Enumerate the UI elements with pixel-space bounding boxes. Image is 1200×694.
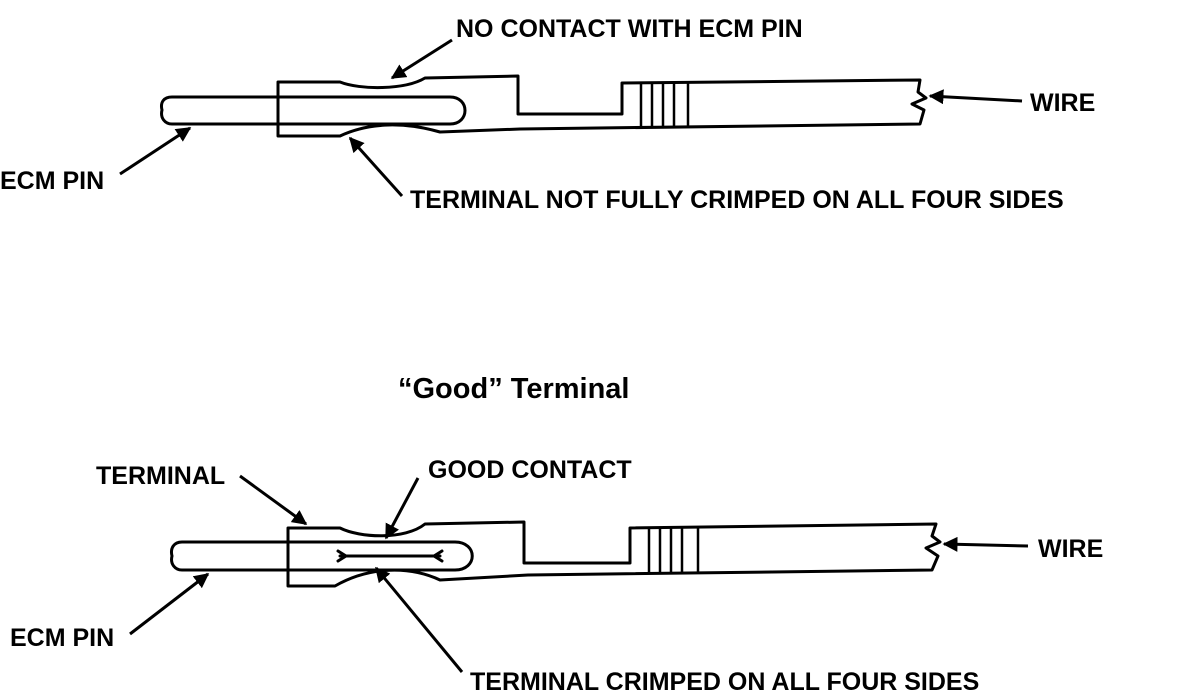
ecm-pin-shape-bottom (170, 540, 290, 572)
ecm-pin-shape (160, 95, 280, 126)
bad-terminal-drawing (160, 74, 928, 138)
terminal-label: TERMINAL (96, 462, 225, 490)
wire-label-bottom: WIRE (1038, 535, 1103, 563)
ecm-pin-arrow-top (119, 126, 192, 176)
not-crimped-arrow (348, 136, 404, 198)
wire-arrow-top (928, 89, 1023, 105)
crimp-ribs-bottom (647, 528, 700, 573)
good-terminal-caption: “Good” Terminal (398, 373, 629, 405)
crimp-ribs (639, 83, 690, 127)
terminal-body-bottom (286, 520, 942, 588)
good-contact-arrow (384, 477, 420, 540)
ecm-pin-label-top: ECM PIN (0, 167, 104, 195)
terminal-arrow (239, 474, 308, 526)
contact-crimp-line (336, 549, 444, 563)
terminal-body (276, 74, 928, 138)
no-contact-label: NO CONTACT WITH ECM PIN (456, 15, 803, 43)
no-contact-arrow (390, 38, 453, 80)
crimped-label: TERMINAL CRIMPED ON ALL FOUR SIDES (470, 668, 979, 694)
good-terminal-drawing (170, 520, 942, 588)
ecm-pin-tip-bottom (286, 540, 474, 572)
crimped-arrow (374, 566, 464, 673)
not-crimped-label: TERMINAL NOT FULLY CRIMPED ON ALL FOUR S… (410, 186, 1064, 214)
wire-label-top: WIRE (1030, 89, 1095, 117)
good-contact-label: GOOD CONTACT (428, 456, 632, 484)
ecm-pin-tip (276, 95, 467, 126)
ecm-pin-label-bottom: ECM PIN (10, 624, 114, 652)
ecm-pin-arrow-bottom (129, 572, 210, 636)
wire-arrow-bottom (942, 536, 1029, 552)
